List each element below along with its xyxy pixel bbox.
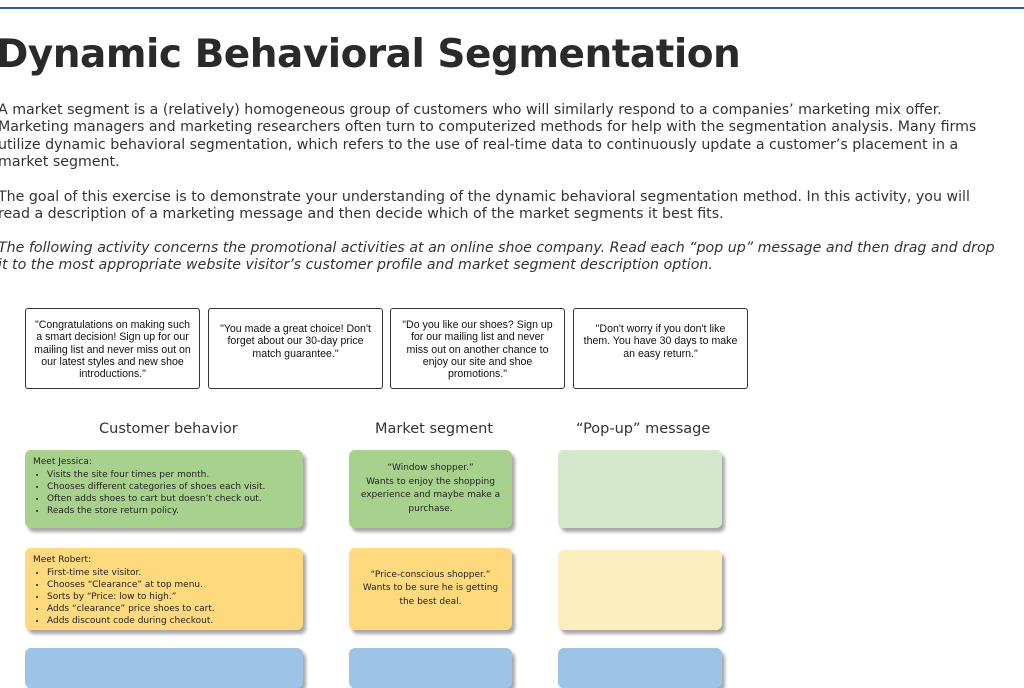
customer-card-robert: Meet Robert: First-time site visitor. Ch… (25, 548, 303, 630)
behavior-item: Often adds shoes to cart but doesn’t che… (47, 493, 295, 505)
customer-behavior-list: First-time site visitor. Chooses “Cleara… (33, 567, 295, 627)
segment-card-window-shopper: “Window shopper.” Wants to enjoy the sho… (349, 450, 512, 528)
goal-paragraph: The goal of this exercise is to demonstr… (0, 189, 970, 223)
draggable-message-3[interactable]: "Do you like our shoes? Sign up for our … (390, 308, 565, 389)
column-header-popup-message: “Pop-up” message (576, 421, 711, 437)
segment-description: Wants to be sure he is getting the best … (362, 583, 499, 607)
popup-drop-zone-2[interactable] (558, 550, 722, 630)
intro-paragraph: A market segment is a (relatively) homog… (0, 102, 977, 170)
behavior-item: Chooses “Clearance” at top menu. (47, 579, 295, 591)
instructions-paragraph: The following activity concerns the prom… (0, 240, 995, 274)
segment-description: Wants to enjoy the shopping experience a… (360, 476, 501, 514)
customer-name: Meet Robert: (33, 555, 92, 565)
segment-name: “Window shopper.” (387, 463, 474, 473)
top-divider (0, 7, 1024, 9)
draggable-message-4[interactable]: "Don't worry if you don't like them. You… (573, 308, 748, 389)
behavior-item: Visits the site four times per month. (47, 469, 295, 481)
behavior-item: First-time site visitor. (47, 567, 295, 579)
behavior-item: Reads the store return policy. (47, 505, 295, 517)
draggable-message-1[interactable]: "Congratulations on making such a smart … (25, 308, 200, 389)
customer-name: Meet Jessica: (33, 457, 92, 467)
page-title: Dynamic Behavioral Segmentation (0, 32, 741, 77)
popup-drop-zone-3[interactable] (558, 648, 722, 688)
column-header-market-segment: Market segment (375, 421, 494, 437)
draggable-message-2[interactable]: "You made a great choice! Don't forget a… (208, 308, 383, 389)
behavior-item: Chooses different categories of shoes ea… (47, 481, 295, 493)
popup-drop-zone-1[interactable] (558, 450, 722, 528)
segment-card-price-conscious: “Price-conscious shopper.” Wants to be s… (349, 548, 512, 630)
segment-name: “Price-conscious shopper.” (370, 569, 491, 580)
customer-card-3 (25, 648, 303, 688)
behavior-item: Sorts by “Price: low to high.” (47, 591, 295, 603)
behavior-item: Adds “clearance” price shoes to cart. (47, 603, 295, 615)
customer-card-jessica: Meet Jessica: Visits the site four times… (25, 450, 303, 528)
column-header-customer-behavior: Customer behavior (99, 421, 238, 437)
behavior-item: Adds discount code during checkout. (47, 615, 295, 627)
segment-card-3 (349, 648, 512, 688)
customer-behavior-list: Visits the site four times per month. Ch… (33, 469, 295, 517)
